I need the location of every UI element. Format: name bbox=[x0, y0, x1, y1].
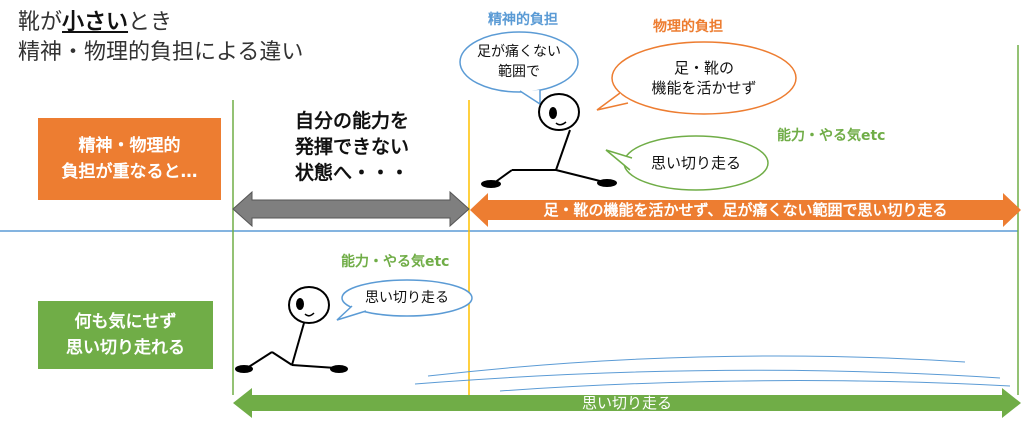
run-top-bubble-text: 思い切り走る bbox=[650, 154, 741, 172]
ability-caption-top: 能力・やる気etc bbox=[777, 128, 886, 144]
run-bottom-bubble bbox=[341, 279, 473, 317]
burden-condition-box: 精神・物理的 負担が重なると… bbox=[38, 118, 221, 200]
title-suffix: とき bbox=[128, 10, 173, 35]
physical-bubble-tail bbox=[596, 92, 629, 111]
free-box-line-2: 思い切り走れる bbox=[66, 338, 185, 358]
mental-bubble-text: 足が痛くない 範囲で bbox=[464, 42, 574, 82]
burden-box-line-2: 負担が重なると… bbox=[61, 162, 198, 182]
ability-caption-bottom: 能力・やる気etc bbox=[341, 254, 450, 270]
physical-burden-caption: 物理的負担 bbox=[653, 19, 723, 35]
physical-bubble bbox=[611, 41, 797, 115]
free-condition-box: 何も気にせず 思い切り走れる bbox=[38, 301, 213, 369]
title-line-1: 靴が小さいとき bbox=[18, 8, 303, 38]
mental-bubble bbox=[459, 31, 579, 93]
run-bottom-bubble-tail bbox=[336, 305, 367, 321]
burden-box-line-1: 精神・物理的 bbox=[78, 136, 181, 156]
green-double-arrow bbox=[233, 388, 1021, 418]
middle-text-line-1: 自分の能力を bbox=[294, 110, 409, 132]
free-box-line-1: 何も気にせず bbox=[74, 312, 177, 332]
mental-bubble-tail bbox=[519, 90, 541, 106]
run-bottom-bubble-text: 思い切り走る bbox=[365, 290, 449, 306]
stick-figure-restrained bbox=[481, 93, 617, 188]
diagram-title: 靴が小さいとき 精神・物理的負担による違い bbox=[18, 8, 303, 68]
orange-double-arrow bbox=[470, 193, 1021, 227]
stick-figure-free bbox=[235, 286, 348, 373]
cannot-perform-text: 自分の能力を 発揮できない 状態へ・・・ bbox=[272, 108, 432, 186]
mental-bubble-line-1: 足が痛くない bbox=[477, 44, 561, 60]
physical-bubble-line-2: 機能を活かせず bbox=[651, 79, 757, 97]
gray-double-arrow bbox=[232, 190, 470, 228]
title-emphasis: 小さい bbox=[62, 10, 129, 35]
speed-lines bbox=[414, 355, 1011, 392]
title-line-2: 精神・物理的負担による違い bbox=[18, 40, 304, 65]
title-prefix: 靴が bbox=[18, 10, 63, 35]
physical-bubble-line-1: 足・靴の bbox=[673, 59, 734, 77]
physical-bubble-text: 足・靴の 機能を活かせず bbox=[624, 58, 784, 98]
orange-arrow-label: 足・靴の機能を活かせず、足が痛くない範囲で思い切り走る bbox=[543, 201, 948, 219]
mental-bubble-line-2: 範囲で bbox=[498, 64, 540, 80]
middle-text-line-2: 発揮できない bbox=[294, 136, 409, 158]
mental-burden-caption: 精神的負担 bbox=[488, 12, 558, 28]
middle-text-line-3: 状態へ・・・ bbox=[294, 162, 409, 184]
green-arrow-label: 思い切り走る bbox=[581, 394, 672, 412]
run-top-bubble-tail bbox=[605, 149, 633, 171]
